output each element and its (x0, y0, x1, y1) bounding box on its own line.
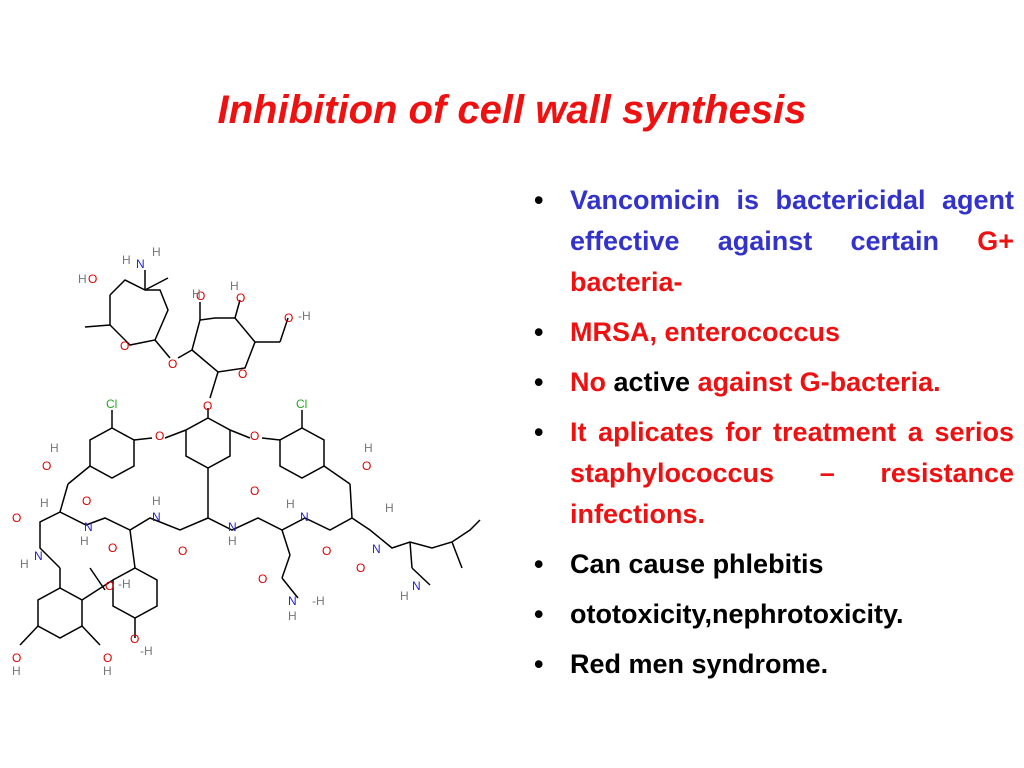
svg-text:O: O (258, 572, 267, 586)
svg-text:H: H (12, 664, 21, 678)
svg-text:O: O (250, 429, 259, 443)
svg-text:Cl: Cl (106, 397, 117, 411)
svg-text:O: O (82, 494, 91, 508)
svg-text:H: H (230, 279, 239, 293)
svg-text:-H: -H (140, 644, 153, 658)
bullet-text-segment: It aplicates for treatment a serios stap… (570, 417, 1014, 529)
bullet-glyph: • (534, 367, 544, 397)
svg-text:N: N (136, 257, 145, 271)
svg-text:H: H (288, 609, 297, 623)
svg-text:N: N (372, 542, 381, 556)
bullet-item: • ototoxicity,nephrotoxicity. (530, 594, 1014, 635)
svg-text:H: H (385, 501, 394, 515)
vancomycin-structure-diagram: O O O O O O O O O O O O O O O O O O O O … (12, 245, 481, 678)
svg-text:O: O (238, 367, 247, 381)
bullet-glyph: • (534, 185, 544, 215)
bullet-text-segment: ototoxicity,nephrotoxicity. (570, 599, 904, 629)
svg-text:H: H (286, 497, 295, 511)
svg-text:O: O (250, 484, 259, 498)
svg-text:O: O (362, 459, 371, 473)
svg-text:O: O (196, 289, 205, 303)
svg-text:N: N (288, 594, 297, 608)
svg-text:N: N (34, 549, 43, 563)
bullet-glyph: • (534, 317, 544, 347)
svg-text:O: O (203, 399, 212, 413)
bullet-text-segment: active (613, 367, 691, 397)
svg-text:O: O (42, 459, 51, 473)
svg-text:O: O (236, 291, 245, 305)
svg-text:O: O (130, 632, 139, 646)
bullet-text-segment: against G-bacteria. (690, 367, 941, 397)
svg-text:O: O (356, 561, 365, 575)
svg-text:O: O (108, 541, 117, 555)
slide-title: Inhibition of cell wall synthesis (217, 88, 807, 132)
svg-text:O: O (12, 511, 21, 525)
bullet-glyph: • (534, 549, 544, 579)
bullet-list: • Vancomicin is bactericidal agent effect… (530, 180, 1014, 694)
bullet-item: • Can cause phlebitis (530, 544, 1014, 585)
svg-text:-H: -H (118, 577, 131, 591)
svg-text:H: H (152, 494, 161, 508)
svg-text:N: N (300, 510, 309, 524)
bullet-item: • Vancomicin is bactericidal agent effect… (530, 180, 1014, 303)
svg-text:-H: -H (312, 594, 325, 608)
svg-text:H: H (228, 534, 237, 548)
bullet-item: • No active against G-bacteria. (530, 362, 1014, 403)
svg-text:-H: -H (298, 309, 311, 323)
bullet-item: • Red men syndrome. (530, 644, 1014, 685)
svg-text:N: N (152, 510, 161, 524)
bullet-text-segment: G+ bacteria- (570, 226, 1014, 297)
svg-text:O: O (178, 544, 187, 558)
svg-text:Cl: Cl (296, 397, 307, 411)
bullet-text-segment: Red men syndrome. (570, 649, 829, 679)
svg-text:O: O (168, 357, 177, 371)
bullet-item: • MRSA, enterococcus (530, 312, 1014, 353)
svg-text:H: H (192, 287, 201, 301)
svg-text:O: O (88, 272, 97, 286)
svg-text:H: H (40, 496, 49, 510)
svg-text:H: H (80, 534, 89, 548)
bullet-text-segment: Can cause phlebitis (570, 549, 824, 579)
svg-text:H: H (78, 272, 87, 286)
bullet-text-segment: MRSA, enterococcus (570, 317, 841, 347)
bullet-text-segment: No (570, 367, 614, 397)
svg-text:H: H (364, 441, 373, 455)
svg-text:O: O (322, 544, 331, 558)
svg-text:H: H (400, 589, 409, 603)
svg-text:H: H (103, 664, 112, 678)
svg-text:O: O (103, 651, 112, 665)
svg-text:O: O (12, 651, 21, 665)
svg-text:O: O (120, 339, 129, 353)
bullet-glyph: • (534, 417, 544, 447)
svg-text:H: H (122, 253, 131, 267)
svg-text:H: H (152, 245, 161, 259)
svg-text:O: O (155, 429, 164, 443)
svg-text:O: O (105, 579, 114, 593)
bullet-glyph: • (534, 649, 544, 679)
bullet-item: • It aplicates for treatment a serios sta… (530, 412, 1014, 535)
svg-text:N: N (84, 520, 93, 534)
svg-text:N: N (228, 520, 237, 534)
svg-text:H: H (20, 557, 29, 571)
svg-text:O: O (284, 311, 293, 325)
svg-text:N: N (412, 579, 421, 593)
bullet-glyph: • (534, 599, 544, 629)
svg-text:H: H (50, 441, 59, 455)
bullet-text-segment: Vancomicin is bactericidal agent effecti… (570, 185, 1014, 256)
